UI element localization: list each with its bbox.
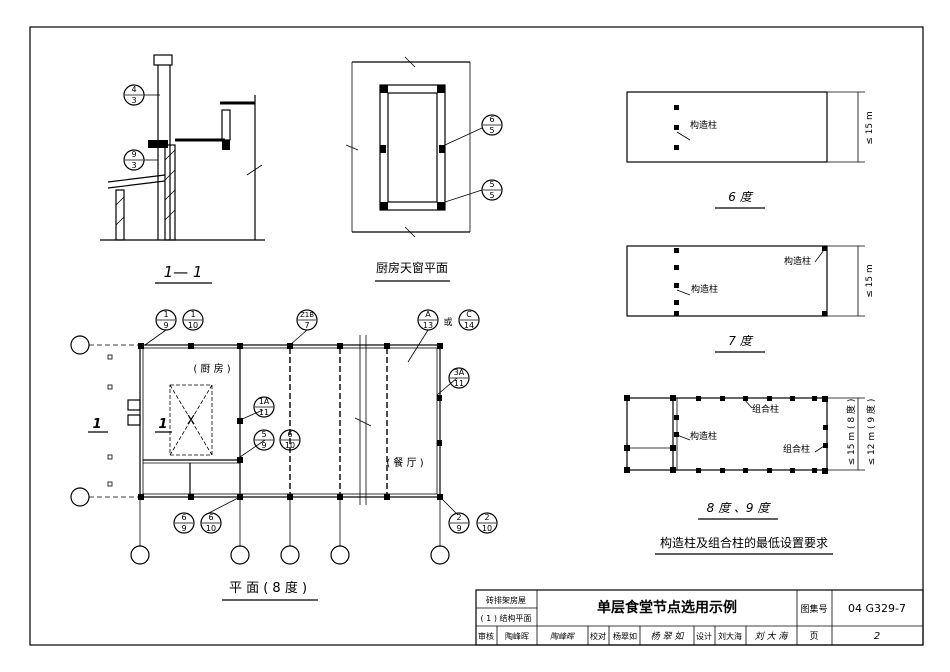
ref-z1b-bottom: 7: [304, 321, 309, 330]
svg-text:5: 5: [489, 191, 494, 200]
tb-review-label: 审核: [478, 631, 494, 641]
ref-3a-top: 3A: [454, 368, 465, 377]
ref-bottom: 3: [131, 96, 136, 105]
tb-main-title: 单层食堂节点选用示例: [597, 599, 737, 616]
ref-1-10-bottom: 10: [188, 321, 198, 330]
plan-title: 平 面 ( 8 度 ): [229, 580, 307, 596]
ref-3a-bottom: 11: [454, 379, 464, 388]
ref-b-2-9-top: 2: [456, 513, 461, 522]
sheet-border: [29, 26, 924, 646]
d7-label: 7 度: [728, 334, 753, 348]
tb-checker-signature: 杨 翠 如: [651, 631, 685, 642]
section-1-1: [100, 54, 265, 241]
section-ref-9-3: 9 3: [131, 150, 136, 170]
diagram-6-degree: [626, 91, 865, 163]
tb-atlas-label: 图集号: [800, 603, 827, 615]
d8-dim-a: ≤ 15 m ( 8 度 ): [845, 399, 857, 466]
tb-reviewer-signature: 陶峰晖: [550, 632, 576, 641]
ref-5-9-bottom: 9: [261, 441, 266, 450]
ref-1-9-bottom: 9: [163, 321, 168, 330]
ref-b-2-10-bottom: 10: [482, 524, 492, 533]
diagrams-caption: 构造柱及组合柱的最低设置要求: [660, 535, 828, 550]
tb-atlas-no: 04 G329-7: [848, 602, 906, 615]
section-mark-right: 1: [158, 417, 167, 432]
ref-6-10-top: 6: [287, 430, 292, 439]
ref-top: 9: [131, 150, 136, 159]
skylight-ref-6-5: 6 5: [489, 115, 494, 135]
section-title: 1— 1: [164, 263, 203, 281]
ref-b-6-10-top: 6: [208, 513, 213, 522]
section-mark-left: 1: [92, 417, 101, 432]
tb-designer: 刘大海: [718, 631, 742, 641]
ref-6-10-bottom: 10: [285, 441, 295, 450]
tb-checker: 杨翠如: [613, 631, 637, 641]
or-label: 或: [443, 316, 452, 328]
floor-plan: [70, 309, 498, 565]
kitchen-label: ( 厨 房 ): [193, 362, 230, 375]
d7-col-label-b: 构造柱: [784, 255, 811, 267]
ref-1a-top: 1A: [259, 397, 270, 406]
d8-combo-label-a: 组合柱: [752, 403, 779, 415]
skylight-x-mark: X: [187, 413, 195, 427]
ref-b-2-10-top: 2: [484, 513, 489, 522]
ref-z1b-top: Z1B: [300, 311, 314, 319]
d7-col-label-a: 构造柱: [691, 283, 718, 295]
ref-a-bottom: 13: [423, 321, 433, 330]
tb-category-2: ( 1 ) 结构平面: [481, 613, 532, 623]
skylight-title: 厨房天窗平面: [376, 260, 448, 275]
diagram-7-degree: [626, 245, 865, 317]
ref-1a-bottom: 11: [259, 408, 269, 417]
ref-c-top: C: [466, 310, 472, 319]
skylight-plan: [345, 56, 503, 238]
d8-col-label: 构造柱: [690, 430, 717, 442]
ref-c-bottom: 14: [464, 321, 474, 330]
ref-b-6-10-bottom: 10: [206, 524, 216, 533]
ref-b-6-9-top: 6: [181, 513, 186, 522]
ref-1-9-top: 1: [163, 310, 168, 319]
d6-label: 6 度: [728, 190, 753, 204]
skylight-ref-5-5: 5 5: [489, 180, 494, 200]
ref-top: 4: [131, 85, 136, 94]
ref-a-top: A: [425, 310, 431, 319]
ref-b-2-9-bottom: 9: [456, 524, 461, 533]
d6-dim: ≤ 15 m: [865, 111, 875, 144]
tb-page-no: 2: [874, 631, 880, 642]
ref-1-10-top: 1: [190, 310, 195, 319]
tb-design-label: 设计: [696, 631, 712, 641]
tb-check-label: 校对: [590, 631, 606, 641]
svg-text:5: 5: [489, 180, 494, 189]
title-block: [475, 589, 924, 646]
tb-designer-signature: 刘 大 海: [755, 631, 790, 642]
svg-text:6: 6: [489, 115, 494, 124]
ref-5-9-top: 5: [261, 430, 266, 439]
d7-dim: ≤ 15 m: [865, 264, 875, 297]
dining-label: ( 餐 厅 ): [386, 456, 423, 469]
plan-refs: 1 9 1 10 Z1B 7 A 13 C 14 1A 11 5 9 6 10 …: [163, 310, 492, 533]
diagram-8-9-degree: [624, 395, 865, 474]
d6-col-label: 构造柱: [690, 119, 717, 131]
svg-text:5: 5: [489, 126, 494, 135]
d8-label: 8 度 、9 度: [707, 501, 772, 515]
tb-page-label: 页: [809, 631, 818, 642]
ref-b-6-9-bottom: 9: [181, 524, 186, 533]
section-ref-4-3: 4 3: [131, 85, 136, 105]
d8-dim-b: ≤ 12 m ( 9 度 ): [865, 399, 877, 466]
ref-bottom: 3: [131, 161, 136, 170]
tb-reviewer: 陶峰晖: [505, 631, 529, 641]
d8-combo-label-b: 组合柱: [783, 443, 810, 455]
tb-category-1: 砖排架房屋: [486, 595, 526, 605]
